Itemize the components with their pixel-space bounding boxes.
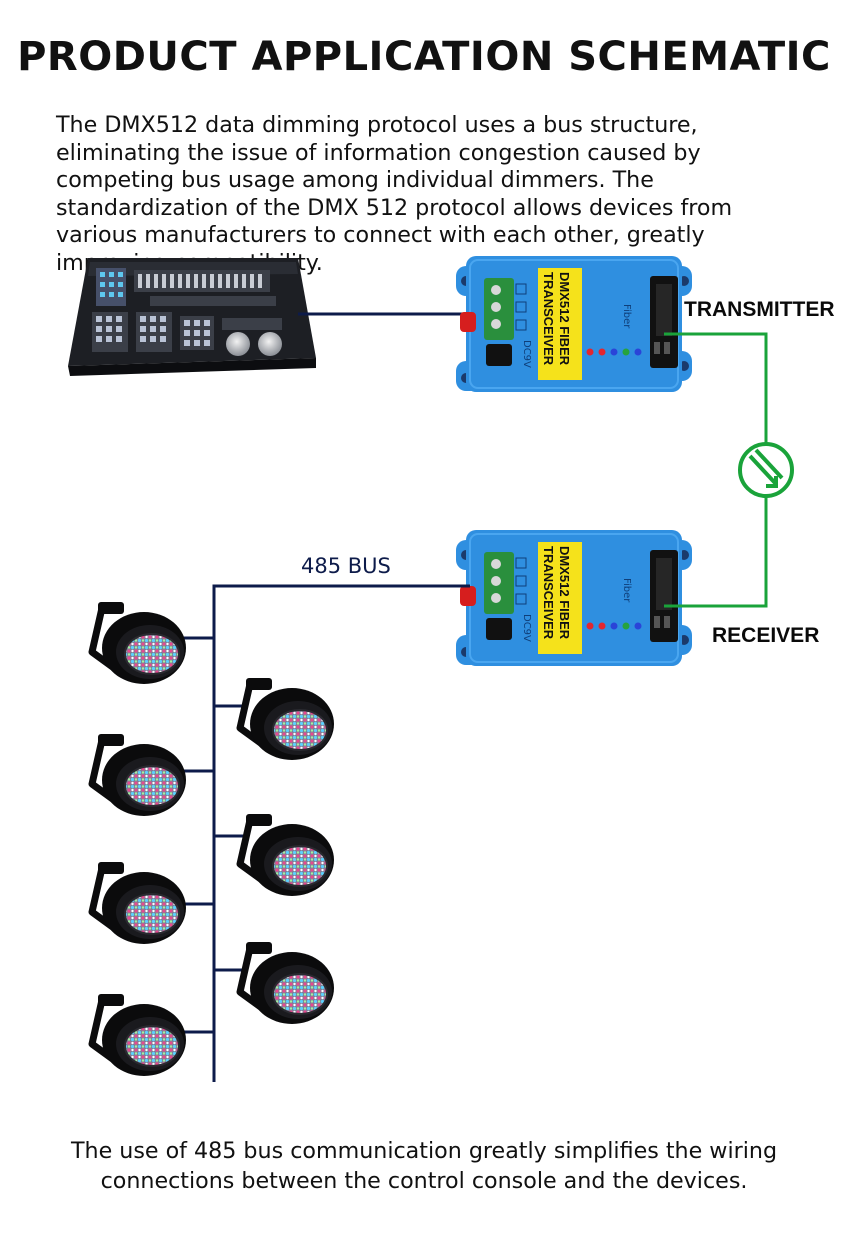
tx-label-line2: TRANSCEIVER xyxy=(541,272,556,366)
footer-line-1: The use of 485 bus communication greatly… xyxy=(70,1138,778,1164)
par-light-icon xyxy=(240,814,334,896)
rx-terminal-text: DC9V xyxy=(521,614,532,642)
rx-fiber-text: Fiber xyxy=(621,578,632,603)
par-light-icon xyxy=(92,994,186,1076)
optical-fiber-icon xyxy=(664,332,794,608)
rs485-bus xyxy=(178,584,470,1082)
rx-label-line1: DMX512 FIBER xyxy=(557,546,572,640)
tx-terminal-text: DC9V xyxy=(521,340,532,368)
transmitter-module xyxy=(455,255,693,393)
intro-paragraph: The DMX512 data dimming protocol uses a … xyxy=(56,112,733,276)
tx-fiber-text: Fiber xyxy=(621,304,632,329)
bus-label: 485 BUS xyxy=(301,554,391,578)
rx-label-line2: TRANSCEIVER xyxy=(541,546,556,640)
transmitter-label: TRANSMITTER xyxy=(684,298,835,321)
dmx-console-icon xyxy=(68,258,316,376)
receiver-label: RECEIVER xyxy=(712,624,820,647)
tx-label-line1: DMX512 FIBER xyxy=(557,272,572,366)
footer-caption: The use of 485 bus communication greatly… xyxy=(0,1136,848,1196)
page-title: PRODUCT APPLICATION SCHEMATIC xyxy=(17,34,831,80)
footer-line-2: connections between the control console … xyxy=(100,1168,748,1194)
par-light-icon xyxy=(240,942,334,1024)
receiver-module xyxy=(455,529,693,667)
par-light-icon xyxy=(92,602,186,684)
par-light-icon xyxy=(240,678,334,760)
par-light-icon xyxy=(92,734,186,816)
par-light-icon xyxy=(92,862,186,944)
